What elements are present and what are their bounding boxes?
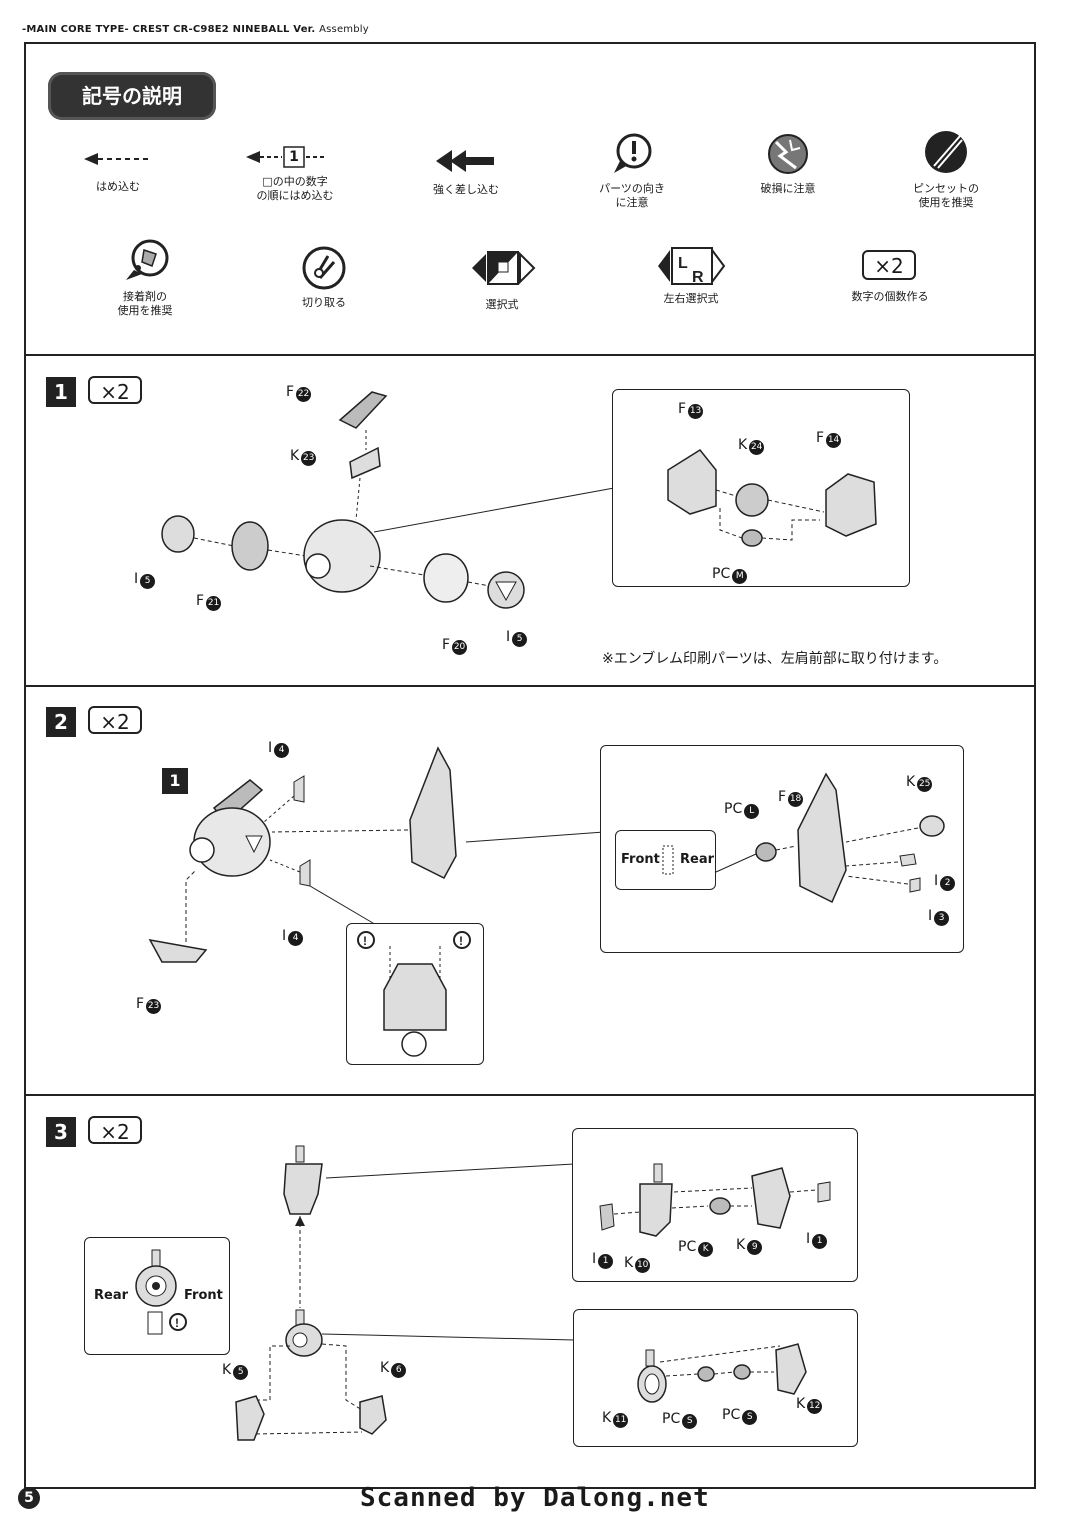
double-arrow-icon [436,150,494,172]
page-header: -MAIN CORE TYPE- CREST CR-C98E2 NINEBALL… [22,24,369,35]
svg-text:!: ! [459,934,463,948]
legend-label-press-fit: はめ込む [96,180,140,193]
page-frame [24,42,1036,1489]
legend-label-breakage: 破損に注意 [760,182,816,195]
header-section: Assembly [319,24,369,35]
legend-order-number: 1 [289,149,299,165]
section-divider-1 [24,354,1036,356]
step-3-number: 3 [46,1117,76,1147]
legend-label-glue: 接着剤の 使用を推奨 [117,290,173,317]
step-2-detail-box [600,745,964,953]
cut-icon [302,246,346,290]
glue-icon [126,239,169,280]
front-label-step3: Front [184,1288,223,1303]
section-divider-2 [24,685,1036,687]
step-1-quantity: ×2 [88,376,142,404]
step-1-note: ※エンブレム印刷パーツは、左肩前部に取り付けます。 [602,651,948,667]
svg-text:!: ! [363,934,367,948]
legend-label-cut: 切り取る [302,296,346,309]
svg-text:L: L [678,255,688,272]
legend-label-multiply: 数字の個数作る [851,290,929,303]
left-right-icon: L R [658,247,726,286]
caution-icon [614,133,652,173]
legend-label-orientation: パーツの向き に注意 [599,182,665,209]
rear-label: Rear [680,852,715,867]
multiply-icon: ×2 [862,250,916,280]
front-rear-box [615,830,716,890]
selection-icon [472,251,536,285]
legend-label-selection: 選択式 [485,298,519,311]
scan-watermark: Scanned by Dalong.net [360,1483,710,1513]
page-number: 5 [18,1487,40,1509]
numbered-arrow-icon [246,146,324,168]
step-2-quantity: ×2 [88,706,142,734]
legend-label-left-right: 左右選択式 [663,292,719,305]
tweezers-icon [925,131,967,173]
step-1-number: 1 [46,377,76,407]
step-3-quantity: ×2 [88,1116,142,1144]
header-title: -MAIN CORE TYPE- CREST CR-C98E2 [22,24,229,35]
breakage-icon [768,134,808,174]
dashed-arrow-icon [84,153,152,165]
legend-label-order: □の中の数字 の順にはめ込む [256,175,334,202]
step-2-ref-step: 1 [162,768,188,794]
front-label: Front [621,852,660,867]
header-model: NINEBALL Ver. [232,24,316,35]
legend-title: 記号の説明 [48,72,216,120]
step-2-number: 2 [46,707,76,737]
svg-text:!: ! [175,1316,179,1330]
legend-label-push-firmly: 強く差し込む [433,183,499,196]
section-divider-3 [24,1094,1036,1096]
legend-label-tweezers: ピンセットの 使用を推奨 [913,182,979,209]
svg-text:R: R [692,269,704,286]
rear-label-step3: Rear [94,1288,129,1303]
